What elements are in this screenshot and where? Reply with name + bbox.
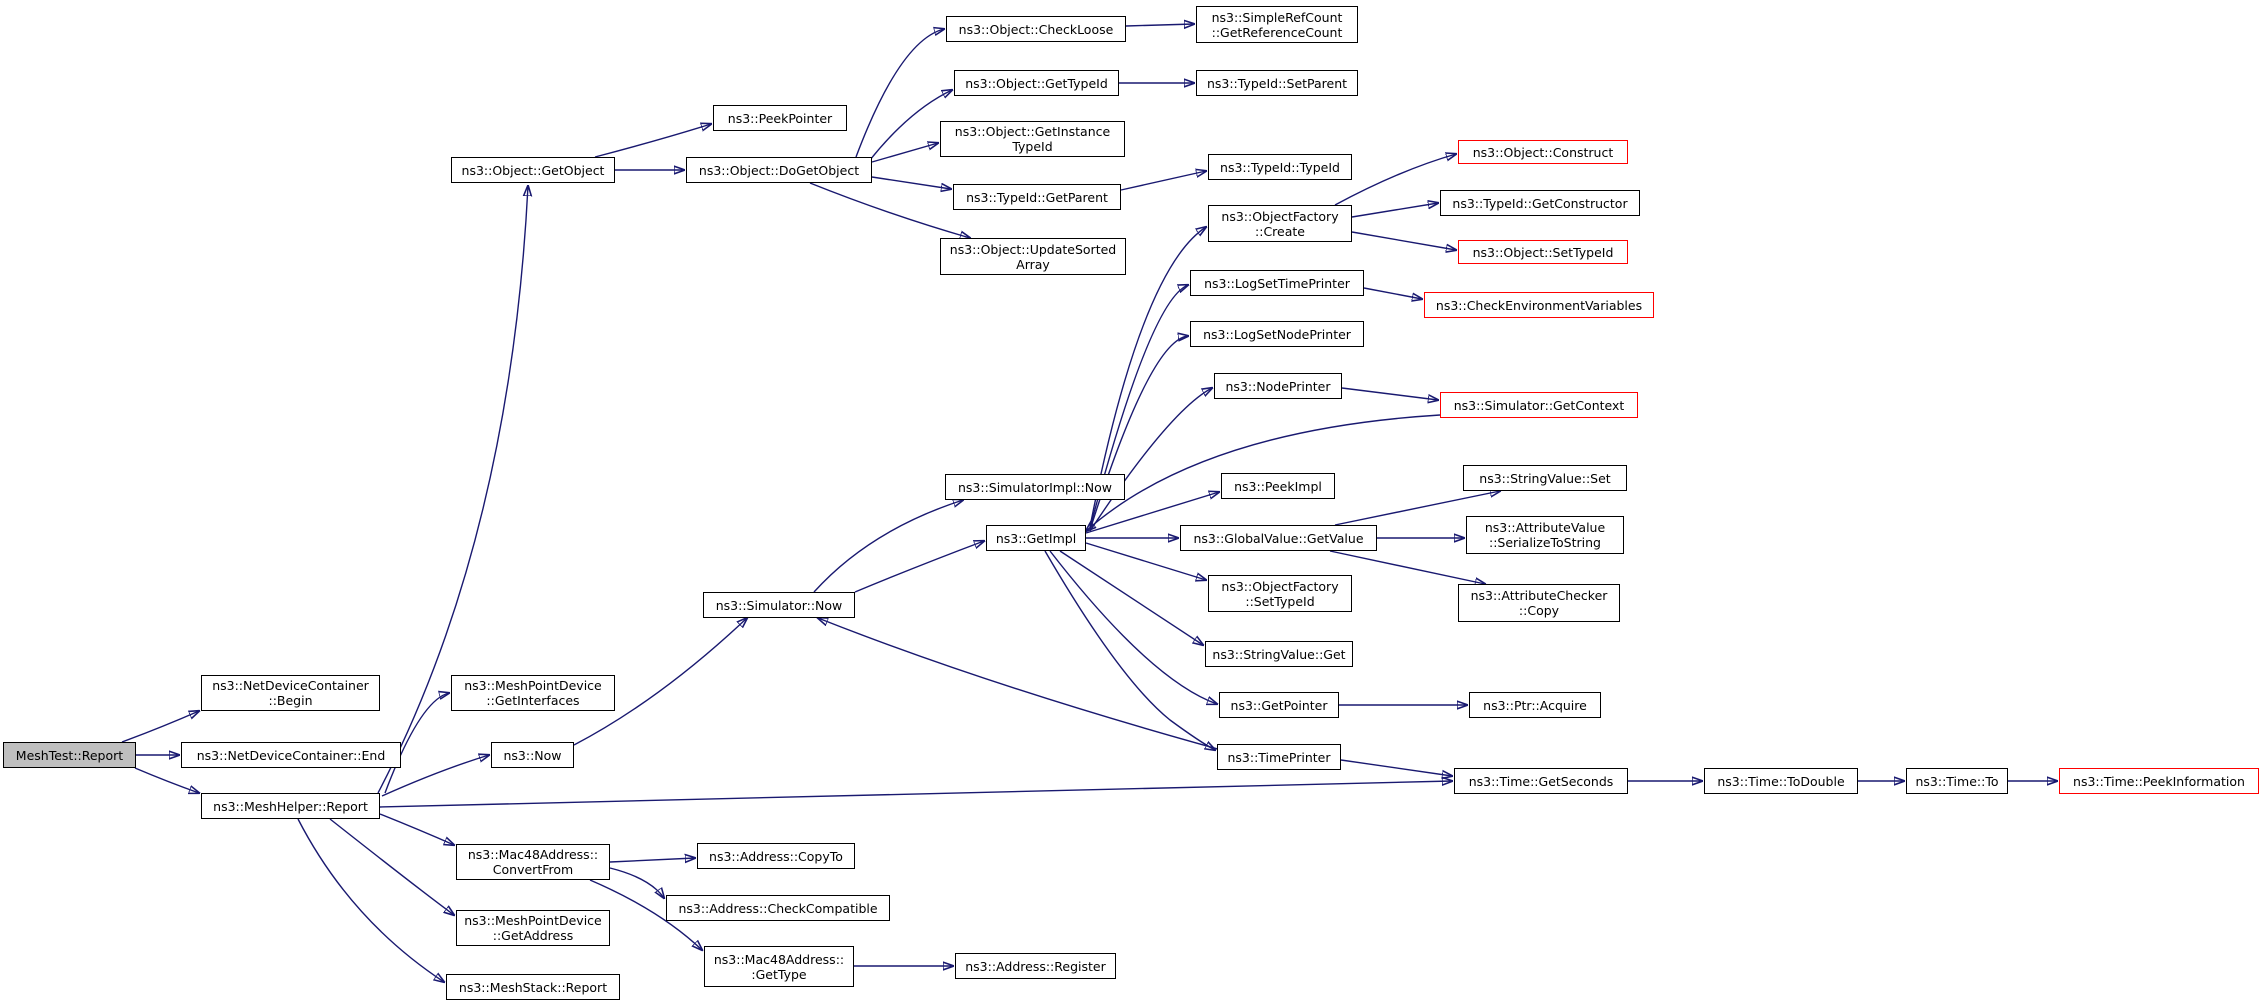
edge-mac-convert-to-addr-checkcompat bbox=[609, 867, 664, 898]
edge-obj-getobject-to-peekptr bbox=[594, 124, 711, 158]
edge-getimpl-to-strval-get bbox=[1059, 550, 1203, 645]
node-time-peekinfo[interactable]: ns3::Time::PeekInformation bbox=[2059, 768, 2259, 794]
node-dogetobject[interactable]: ns3::Object::DoGetObject bbox=[686, 157, 872, 183]
node-mac-convert[interactable]: ns3::Mac48Address:: ConvertFrom bbox=[456, 844, 610, 880]
node-simimpl-now[interactable]: ns3::SimulatorImpl::Now bbox=[945, 474, 1125, 500]
node-av-serialize[interactable]: ns3::AttributeValue ::SerializeToString bbox=[1466, 516, 1624, 554]
edge-now-to-sim-now bbox=[573, 618, 747, 746]
node-sim-getctx[interactable]: ns3::Simulator::GetContext bbox=[1440, 392, 1638, 418]
edge-getimpl-to-nodeprinter bbox=[1089, 388, 1212, 532]
node-ac-copy[interactable]: ns3::AttributeChecker ::Copy bbox=[1458, 584, 1620, 622]
node-logsetnode[interactable]: ns3::LogSetNodePrinter bbox=[1190, 321, 1364, 347]
node-src-getref[interactable]: ns3::SimpleRefCount ::GetReferenceCount bbox=[1196, 6, 1358, 43]
edge-getimpl-to-logsettime bbox=[1089, 285, 1188, 529]
edge-sim-getctx-to-getimpl bbox=[1086, 414, 1441, 531]
edge-mh-report-to-mac-convert bbox=[379, 813, 454, 845]
node-checkloose[interactable]: ns3::Object::CheckLoose bbox=[946, 16, 1126, 42]
node-time-todouble[interactable]: ns3::Time::ToDouble bbox=[1704, 768, 1858, 794]
node-obj-updsorted[interactable]: ns3::Object::UpdateSorted Array bbox=[940, 238, 1126, 275]
edge-of-create-to-obj-construct bbox=[1334, 154, 1456, 206]
edge-gv-getvalue-to-ac-copy bbox=[1329, 550, 1485, 584]
edge-dogetobject-to-obj-updsorted bbox=[809, 182, 970, 238]
edge-getimpl-to-logsetnode bbox=[1089, 336, 1188, 531]
edge-getimpl-to-peekimpl bbox=[1085, 492, 1219, 534]
edge-mh-report-to-obj-getobject bbox=[377, 186, 528, 794]
edge-root-to-mh-report bbox=[134, 767, 199, 793]
edge-mh-report-to-ms-report bbox=[297, 818, 444, 982]
node-strval-get[interactable]: ns3::StringValue::Get bbox=[1205, 641, 1353, 667]
node-strval-set[interactable]: ns3::StringValue::Set bbox=[1463, 465, 1627, 491]
node-gv-getvalue[interactable]: ns3::GlobalValue::GetValue bbox=[1180, 525, 1377, 551]
node-obj-settypeid[interactable]: ns3::Object::SetTypeId bbox=[1458, 240, 1628, 264]
edge-gv-getvalue-to-strval-set bbox=[1334, 491, 1500, 526]
node-tid-getctor[interactable]: ns3::TypeId::GetConstructor bbox=[1440, 190, 1640, 216]
edge-getimpl-to-of-create bbox=[1089, 227, 1206, 528]
edge-mh-report-to-mpd-getif bbox=[384, 693, 449, 794]
edge-getimpl-to-of-settypeid bbox=[1085, 542, 1206, 580]
edge-logsettime-to-checkenv bbox=[1363, 287, 1422, 299]
node-getimpl[interactable]: ns3::GetImpl bbox=[986, 525, 1086, 551]
node-mac-gettype[interactable]: ns3::Mac48Address:: :GetType bbox=[704, 946, 854, 987]
edge-dogetobject-to-tid-getparent bbox=[871, 176, 951, 189]
edge-dogetobject-to-obj-getinst bbox=[871, 143, 938, 163]
edge-mh-report-to-now bbox=[381, 755, 489, 797]
node-timeprinter[interactable]: ns3::TimePrinter bbox=[1217, 744, 1341, 770]
edge-dogetobject-to-checkloose bbox=[855, 29, 944, 158]
edge-root-to-ndc-begin bbox=[121, 711, 199, 743]
edge-sim-now-to-simimpl-now bbox=[813, 500, 963, 593]
node-checkenv[interactable]: ns3::CheckEnvironmentVariables bbox=[1424, 292, 1654, 318]
edge-mh-report-to-mpd-getaddr bbox=[329, 818, 454, 915]
node-obj-gettypeid[interactable]: ns3::Object::GetTypeId bbox=[954, 70, 1119, 96]
node-tid-typeid[interactable]: ns3::TypeId::TypeId bbox=[1208, 154, 1352, 180]
edge-of-create-to-tid-getctor bbox=[1351, 203, 1438, 218]
node-nodeprinter[interactable]: ns3::NodePrinter bbox=[1214, 373, 1342, 399]
edge-mac-convert-to-mac-gettype bbox=[589, 879, 702, 950]
node-obj-getinst[interactable]: ns3::Object::GetInstance TypeId bbox=[940, 121, 1125, 157]
node-ms-report[interactable]: ns3::MeshStack::Report bbox=[446, 974, 620, 1000]
node-tid-getparent[interactable]: ns3::TypeId::GetParent bbox=[953, 184, 1121, 210]
node-ptr-acquire[interactable]: ns3::Ptr::Acquire bbox=[1469, 692, 1601, 718]
node-addr-register[interactable]: ns3::Address::Register bbox=[955, 953, 1116, 979]
node-of-create[interactable]: ns3::ObjectFactory ::Create bbox=[1208, 205, 1352, 242]
edge-timeprinter-to-sim-now bbox=[818, 618, 1248, 758]
node-sim-now[interactable]: ns3::Simulator::Now bbox=[703, 592, 855, 618]
node-peekimpl[interactable]: ns3::PeekImpl bbox=[1221, 473, 1335, 499]
edge-of-create-to-obj-settypeid bbox=[1351, 231, 1456, 250]
edge-timeprinter-to-time-getsec bbox=[1340, 759, 1452, 776]
node-mpd-getaddr[interactable]: ns3::MeshPointDevice ::GetAddress bbox=[456, 910, 610, 946]
edge-mh-report-to-time-getsec bbox=[379, 781, 1452, 808]
node-peekptr[interactable]: ns3::PeekPointer bbox=[713, 105, 847, 131]
node-of-settypeid[interactable]: ns3::ObjectFactory ::SetTypeId bbox=[1208, 575, 1352, 612]
node-addr-checkcompat[interactable]: ns3::Address::CheckCompatible bbox=[666, 895, 890, 921]
node-addr-copyto[interactable]: ns3::Address::CopyTo bbox=[697, 843, 855, 869]
node-mh-report[interactable]: ns3::MeshHelper::Report bbox=[201, 793, 380, 819]
edge-dogetobject-to-obj-gettypeid bbox=[869, 90, 952, 161]
edge-getimpl-to-timeprinter bbox=[1044, 550, 1215, 750]
edge-sim-now-to-getimpl bbox=[854, 541, 984, 593]
node-ndc-end[interactable]: ns3::NetDeviceContainer::End bbox=[181, 742, 401, 768]
node-tid-setparent[interactable]: ns3::TypeId::SetParent bbox=[1196, 70, 1358, 96]
edge-getimpl-to-getpointer bbox=[1049, 550, 1217, 704]
node-time-getsec[interactable]: ns3::Time::GetSeconds bbox=[1454, 768, 1628, 794]
node-logsettime[interactable]: ns3::LogSetTimePrinter bbox=[1190, 270, 1364, 296]
edge-mac-convert-to-addr-copyto bbox=[609, 858, 695, 862]
node-getpointer[interactable]: ns3::GetPointer bbox=[1219, 692, 1339, 718]
edge-nodeprinter-to-sim-getctx bbox=[1341, 387, 1438, 400]
node-now[interactable]: ns3::Now bbox=[491, 742, 574, 768]
node-ndc-begin[interactable]: ns3::NetDeviceContainer ::Begin bbox=[201, 675, 380, 711]
node-obj-construct[interactable]: ns3::Object::Construct bbox=[1458, 140, 1628, 164]
edge-checkloose-to-src-getref bbox=[1125, 24, 1194, 26]
edge-tid-getparent-to-tid-typeid bbox=[1120, 171, 1206, 191]
node-time-to[interactable]: ns3::Time::To bbox=[1906, 768, 2008, 794]
node-mpd-getif[interactable]: ns3::MeshPointDevice ::GetInterfaces bbox=[451, 675, 615, 711]
node-obj-getobject[interactable]: ns3::Object::GetObject bbox=[451, 157, 615, 183]
node-root: MeshTest::Report bbox=[3, 742, 136, 768]
